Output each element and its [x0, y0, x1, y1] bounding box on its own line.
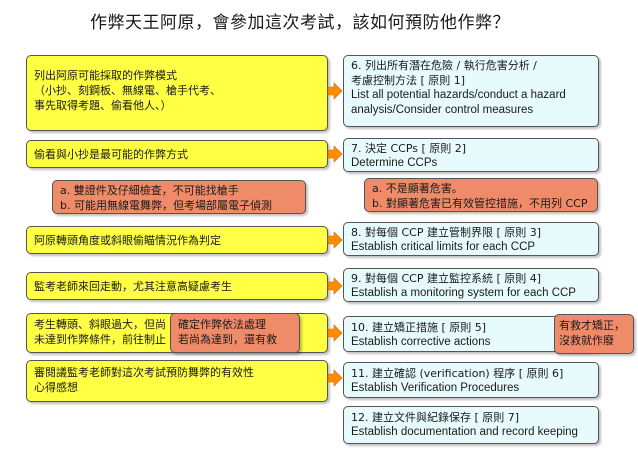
right-box-text: 考慮控制方法 [ 原則 1] [351, 74, 466, 87]
right-box-text: 8. 對每個 CCP 建立管制界限 [ 原則 3] [351, 226, 542, 239]
right-box-principle-2: 7. 決定 CCPs [ 原則 2] Determine CCPs [343, 138, 599, 172]
right-box-text: 9. 對每個 CCP 建立監控系統 [ 原則 4] [351, 272, 542, 285]
right-arrow-icon [327, 324, 343, 342]
left-box-text: 審閱議監考老師對這次考試預防舞弊的有效性 [34, 366, 254, 379]
right-note: a. 不是顯著危害。 b. 對顯著危害已有效管控措施，不用列 CCP [364, 178, 598, 212]
left-box-text: 考生轉頭、斜眼過大，但尚 [34, 318, 166, 331]
left-box-monitoring: 監考老師來回走動，尤其注意高疑慮考生 [26, 272, 328, 300]
right-arrow-icon [327, 369, 343, 387]
left-box-text: 列出阿原可能採取的作弊模式 [34, 69, 177, 82]
left-note-text: b. 可能用無線電舞弊，但考場部屬電子偵測 [60, 199, 272, 212]
right-box-text: Establish corrective actions [351, 336, 491, 348]
right-box-text: analysis/Consider control measures [351, 104, 534, 116]
left-box-text: （小抄、刻鋼板、無線電、槍手代考、 [34, 84, 221, 97]
right-box-principle-1: 6. 列出所有潛在危險 / 執行危害分析 / 考慮控制方法 [ 原則 1] Li… [343, 55, 599, 127]
page-title: 作弊天王阿原，會參加這次考試，該如何預防他作弊？ [90, 13, 510, 33]
left-box-text: 事先取得考題、偷看他人、） [34, 99, 172, 112]
right-box-principle-3: 8. 對每個 CCP 建立管制界限 [ 原則 3] Establish crit… [343, 222, 599, 256]
middle-note-text: 若尚為達到，還有救 [178, 333, 277, 346]
right-arrow-icon [327, 277, 343, 295]
left-box-text: 阿原轉頭角度或斜眼偷瞄情況作為判定 [34, 234, 221, 247]
left-box-text: 心得感想 [34, 381, 78, 394]
right-box-text: 10. 建立矯正措施 [ 原則 5] [351, 321, 487, 334]
left-note-text: a. 雙證件及仔細檢查，不可能找槍手 [60, 184, 239, 197]
right-box-text: Establish documentation and record keepi… [351, 426, 578, 438]
side-note-text: 沒救就作廢 [559, 334, 614, 347]
left-box-patterns: 列出阿原可能採取的作弊模式 （小抄、刻鋼板、無線電、槍手代考、 事先取得考題、偷… [26, 55, 328, 131]
right-box-text: 6. 列出所有潛在危險 / 執行危害分析 / [351, 59, 537, 72]
right-note-text: a. 不是顯著危害。 [372, 182, 463, 195]
right-box-text: Establish Verification Procedures [351, 382, 520, 394]
right-arrow-icon [327, 145, 343, 163]
right-arrow-icon [327, 231, 343, 249]
middle-note-text: 確定作弊依法處理 [178, 318, 266, 331]
right-box-principle-6: 11. 建立確認 (verification) 程序 [ 原則 6] Estab… [343, 362, 599, 398]
left-box-text: 未達到作弊條件，前往制止 [34, 333, 166, 346]
right-box-text: Determine CCPs [351, 157, 438, 169]
right-note-text: b. 對顯著危害已有效管控措施，不用列 CCP [372, 197, 588, 210]
right-box-text: 12. 建立文件與紀錄保存 [ 原則 7] [351, 411, 520, 424]
left-box-review: 審閱議監考老師對這次考試預防舞弊的有效性 心得感想 [26, 360, 328, 402]
left-box-likely-method: 偷看與小抄是最可能的作弊方式 [26, 140, 328, 168]
right-box-text: 7. 決定 CCPs [ 原則 2] [351, 142, 467, 155]
left-box-text: 監考老師來回走動，尤其注意高疑慮考生 [34, 280, 232, 293]
side-note-text: 有救才矯正， [559, 319, 625, 332]
side-note: 有救才矯正， 沒救就作廢 [554, 314, 634, 354]
left-box-criteria: 阿原轉頭角度或斜眼偷瞄情況作為判定 [26, 226, 328, 254]
left-note: a. 雙證件及仔細檢查，不可能找槍手 b. 可能用無線電舞弊，但考場部屬電子偵測 [52, 180, 306, 214]
left-box-text: 偷看與小抄是最可能的作弊方式 [34, 148, 188, 161]
right-box-text: Establish a monitoring system for each C… [351, 287, 576, 299]
right-box-text: 11. 建立確認 (verification) 程序 [ 原則 6] [351, 367, 564, 380]
right-box-principle-7: 12. 建立文件與紀錄保存 [ 原則 7] Establish document… [343, 406, 599, 444]
right-box-text: List all potential hazards/conduct a haz… [351, 89, 566, 101]
right-box-principle-4: 9. 對每個 CCP 建立監控系統 [ 原則 4] Establish a mo… [343, 268, 599, 302]
right-arrow-icon [327, 82, 343, 100]
right-box-text: Establish critical limits for each CCP [351, 241, 536, 253]
middle-note: 確定作弊依法處理 若尚為達到，還有救 [170, 313, 300, 353]
